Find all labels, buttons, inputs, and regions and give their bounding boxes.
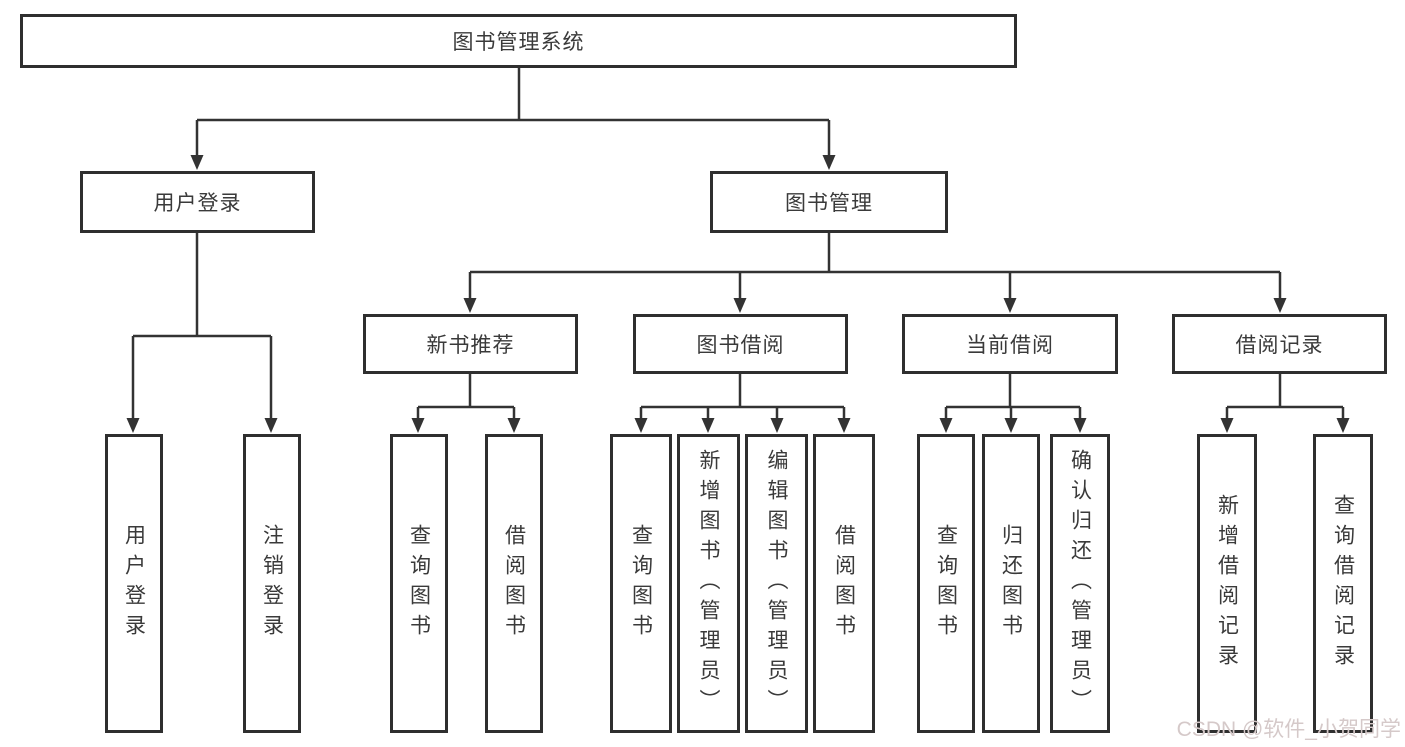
csdn-watermark: CSDN @软件_小贺同学: [1176, 718, 1401, 741]
leaf-query-borrow-record: 查询借阅记录: [1313, 434, 1373, 733]
leaf-user-login: 用户登录: [105, 434, 163, 733]
node-borrow-records: 借阅记录: [1172, 314, 1387, 374]
leaf-query-books-borrow: 查询图书: [610, 434, 672, 733]
leaf-borrow-books-borrow: 借阅图书: [813, 434, 875, 733]
leaf-borrow-books-recommend: 借阅图书: [485, 434, 543, 733]
node-new-book-recommend: 新书推荐: [363, 314, 578, 374]
node-current-borrow: 当前借阅: [902, 314, 1118, 374]
node-book-borrow: 图书借阅: [633, 314, 848, 374]
leaf-logout: 注销登录: [243, 434, 301, 733]
leaf-query-books-recommend: 查询图书: [390, 434, 448, 733]
node-book-management: 图书管理: [710, 171, 948, 233]
leaf-add-books-admin: 新增图书（管理员）: [677, 434, 740, 733]
leaf-add-borrow-record: 新增借阅记录: [1197, 434, 1257, 733]
leaf-query-books-current: 查询图书: [917, 434, 975, 733]
node-user-login: 用户登录: [80, 171, 315, 233]
leaf-confirm-return-admin: 确认归还（管理员）: [1050, 434, 1110, 733]
leaf-edit-books-admin: 编辑图书（管理员）: [745, 434, 808, 733]
node-root-system: 图书管理系统: [20, 14, 1017, 68]
leaf-return-books: 归还图书: [982, 434, 1040, 733]
